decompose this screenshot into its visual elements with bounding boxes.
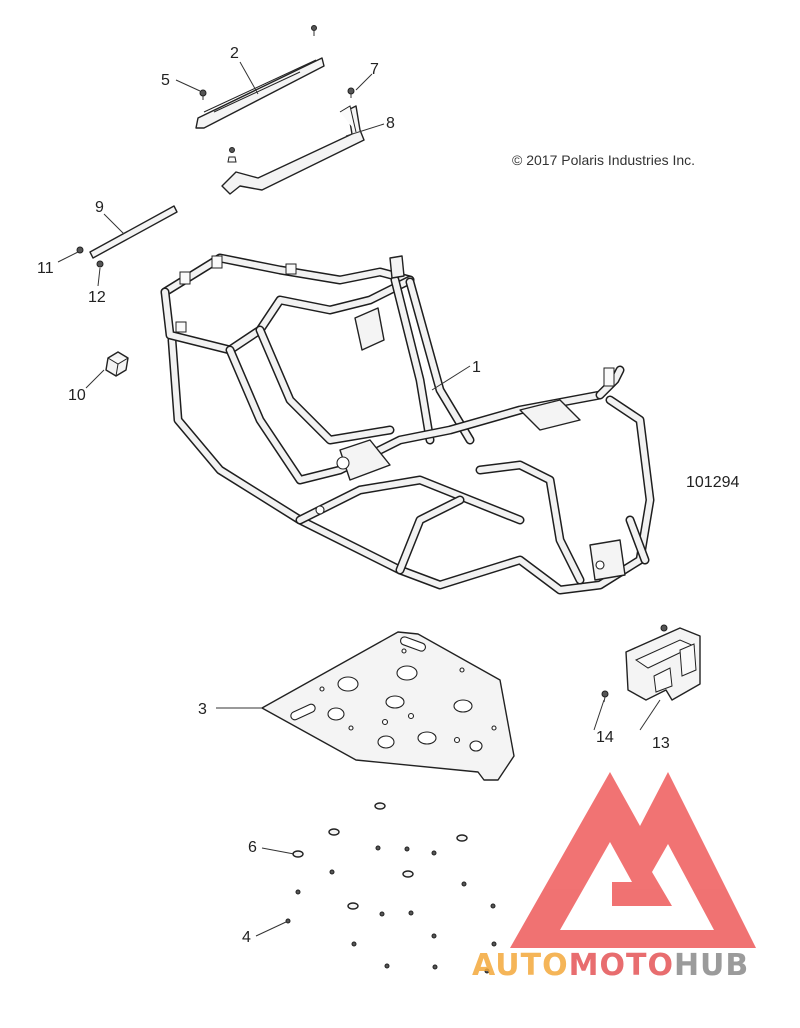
diagram-number: 101294 xyxy=(686,474,739,491)
hardware-scatter xyxy=(285,802,497,974)
callout-labels: 2 5 7 8 9 11 12 10 1 3 14 13 6 4 xyxy=(37,45,670,946)
part-2-rail xyxy=(195,57,325,129)
part-10-block xyxy=(105,351,129,377)
watermark-triangle-logo xyxy=(510,772,756,948)
part-8-bracket xyxy=(221,105,365,195)
callout-7: 7 xyxy=(370,61,379,78)
callout-2: 2 xyxy=(230,45,239,62)
part-3-skid-plate xyxy=(261,631,515,781)
part-14-bolt xyxy=(601,690,609,703)
callout-12: 12 xyxy=(88,289,106,306)
part-12-washer xyxy=(96,260,104,268)
watermark-moto: MOTO xyxy=(569,948,674,983)
copyright-notice: © 2017 Polaris Industries Inc. xyxy=(512,152,695,168)
part-9-rod xyxy=(89,205,178,259)
fastener-top xyxy=(311,25,317,36)
part-5-bolt xyxy=(199,89,207,100)
automotohub-watermark: AUTOMOTOHUB xyxy=(472,772,756,983)
callout-6: 6 xyxy=(248,839,257,856)
callout-8: 8 xyxy=(386,115,395,132)
callout-11: 11 xyxy=(37,260,54,277)
watermark-text: AUTOMOTOHUB xyxy=(472,948,749,983)
callout-10: 10 xyxy=(68,387,86,404)
callout-5: 5 xyxy=(161,72,170,89)
callout-13: 13 xyxy=(652,735,670,752)
leader-lines xyxy=(57,61,661,937)
part-11-nut xyxy=(76,246,84,254)
callout-1: 1 xyxy=(472,359,481,376)
callout-9: 9 xyxy=(95,199,104,216)
callout-4: 4 xyxy=(242,929,251,946)
part-7-bolt xyxy=(347,87,355,98)
watermark-auto: AUTO xyxy=(472,948,569,983)
part-13-receiver xyxy=(625,624,701,701)
part-1-main-frame xyxy=(160,253,655,595)
callout-14: 14 xyxy=(596,729,614,746)
callout-3: 3 xyxy=(198,701,207,718)
watermark-hub: HUB xyxy=(674,948,749,983)
